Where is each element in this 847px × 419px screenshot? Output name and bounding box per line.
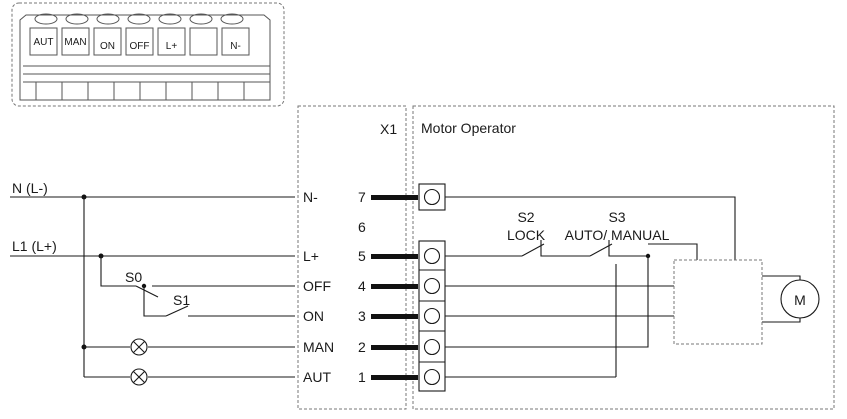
terminal-signal-4: OFF: [303, 278, 331, 294]
s1-label: S1: [173, 292, 190, 308]
s2-name: S2: [517, 209, 534, 225]
s0-s1-switches: S0 S1: [100, 256, 295, 317]
lamp-man: [84, 338, 295, 356]
connector-slot-2: [61, 27, 90, 56]
motor-icon: M: [780, 279, 820, 319]
motor-operator-block: Motor Operator: [412, 105, 835, 410]
connector-label-off: OFF: [130, 41, 150, 52]
terminal-signal-5: L+: [303, 248, 319, 264]
terminal-signal-7: N-: [303, 189, 318, 205]
terminal-number-4: 4: [358, 278, 366, 294]
terminal-screw-icon: [423, 247, 441, 265]
terminal-number-3: 3: [358, 308, 366, 324]
connector-label-on: ON: [100, 41, 115, 52]
motor-label: M: [794, 292, 806, 308]
connector-slot-7: [221, 27, 250, 56]
connector-slot-6: [189, 27, 218, 56]
control-unit-box: [673, 259, 763, 345]
connector-label-lplus: L+: [166, 41, 178, 52]
terminal-number-2: 2: [358, 339, 366, 355]
switch-contact-icon: [521, 243, 545, 257]
lamp-aut: [84, 368, 295, 386]
terminal-signal-2: MAN: [303, 339, 334, 355]
terminal-number-5: 5: [358, 248, 366, 264]
line-label-n: N (L-): [12, 180, 48, 196]
motor-operator-title: Motor Operator: [421, 120, 516, 136]
terminal-signals: N- L+ OFF ON MAN AUT: [303, 189, 334, 385]
lamp-icon: [130, 368, 148, 386]
line-label-l1: L1 (L+): [12, 238, 57, 254]
terminal-screw-icon: [423, 307, 441, 325]
switch-contact-icon: [135, 285, 159, 298]
terminal-screw-icon: [423, 277, 441, 295]
connector-label-aut: AUT: [34, 37, 54, 48]
connector-illustration: AUT MAN ON OFF L+ N-: [11, 2, 285, 107]
connector-slot-3: [93, 27, 122, 56]
switch-contact-icon: [165, 305, 189, 317]
terminal-numbers: 7 6 5 4 3 2 1: [358, 189, 366, 385]
terminal-screw-stack: [418, 240, 446, 392]
screw-holes: [34, 13, 244, 25]
connector-label-man: MAN: [64, 37, 86, 48]
terminal-screw-icon: [423, 368, 441, 386]
terminal-screw-icon: [423, 338, 441, 356]
lamp-icon: [130, 338, 148, 356]
x1-title: X1: [380, 121, 397, 137]
screw-terminals: [418, 183, 446, 392]
terminal-number-7: 7: [358, 189, 366, 205]
s2-s3-labels: S2 LOCK S3 AUTO/ MANUAL: [507, 209, 670, 243]
connector-slot-5: [157, 27, 186, 56]
terminal-number-1: 1: [358, 369, 366, 385]
s3-function: AUTO/ MANUAL: [565, 227, 670, 243]
connector-slot-1: [29, 27, 58, 56]
terminal-signal-3: ON: [303, 308, 324, 324]
internal-wiring: [445, 196, 801, 378]
s3-name: S3: [608, 209, 625, 225]
terminal-number-6: 6: [358, 219, 366, 235]
supply-lines: N (L-) L1 (L+): [10, 180, 295, 377]
x1-block: X1: [297, 105, 407, 410]
terminal-screw-icon: [418, 183, 446, 211]
s0-label: S0: [125, 269, 142, 285]
switch-contact-icon: [589, 243, 613, 257]
terminal-signal-1: AUT: [303, 369, 331, 385]
connector-label-nminus: N-: [230, 41, 241, 52]
x1-pins: [371, 195, 418, 380]
connector-slot-4: [125, 27, 154, 56]
s2-function: LOCK: [507, 227, 546, 243]
